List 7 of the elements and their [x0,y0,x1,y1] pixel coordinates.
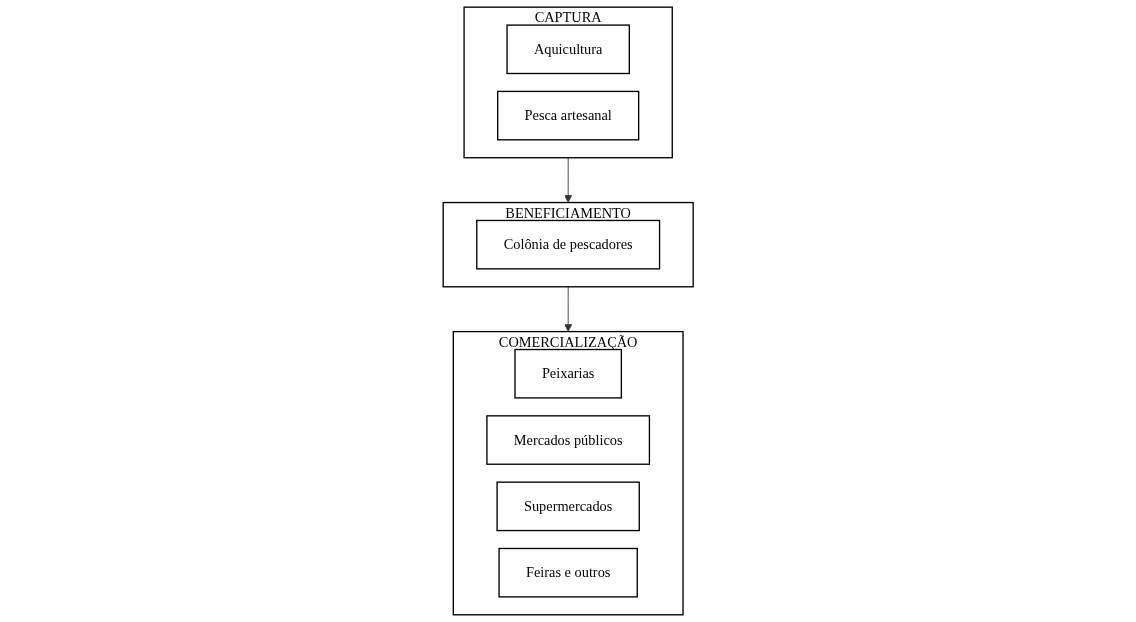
node-box: Mercados públicos [486,415,650,465]
node-box: Supermercados [496,481,640,532]
node-box: Aquicultura [506,24,630,75]
node-box: Pesca artesanal [496,90,640,141]
node-box: Feiras e outros [498,547,638,598]
node-box: Colônia de pescadores [475,219,661,270]
node-box: Peixarias [514,348,622,399]
